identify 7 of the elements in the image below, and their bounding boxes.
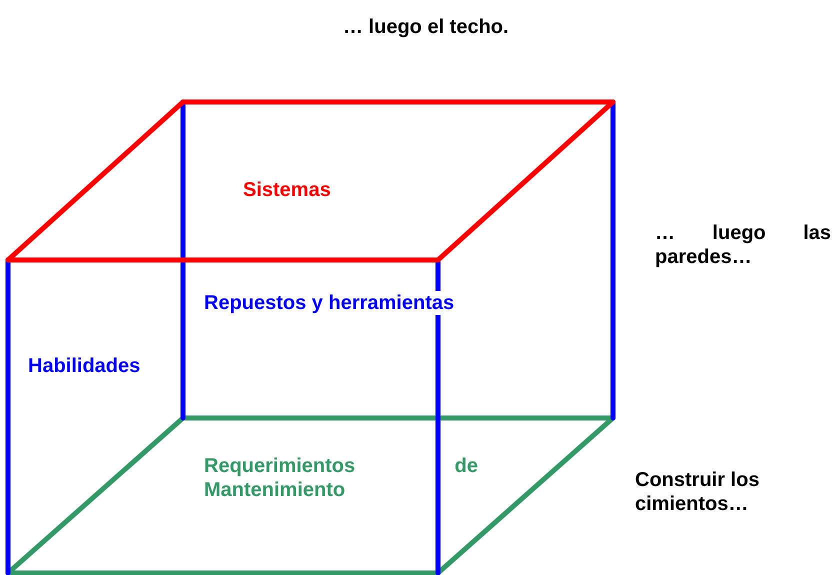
note-text: Construir los cimientos…: [635, 468, 760, 516]
face-label: Sistemas: [243, 178, 331, 202]
note-text: … luego el techo.: [343, 15, 509, 39]
face-label: Requerimientos de Mantenimiento: [204, 454, 478, 502]
face-label: Repuestos y herramientas: [204, 291, 454, 315]
face-label: Habilidades: [28, 354, 140, 378]
note-text: … luego las paredes…: [655, 221, 831, 269]
